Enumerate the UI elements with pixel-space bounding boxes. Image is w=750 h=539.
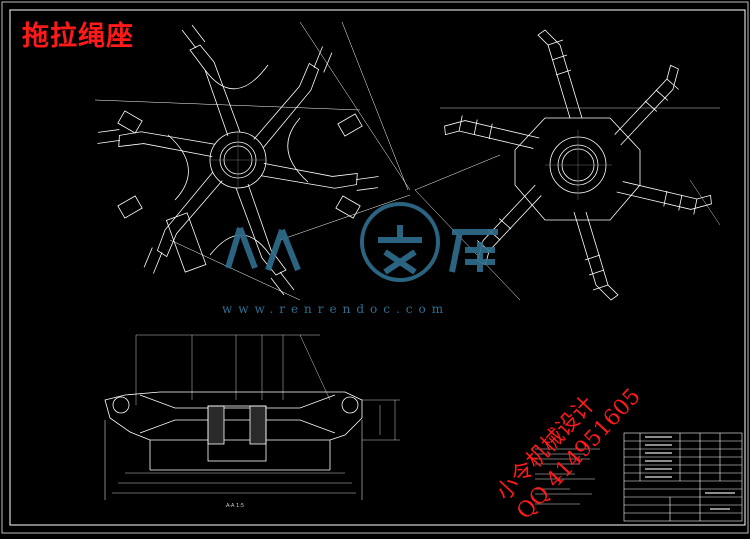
left-star-view — [92, 21, 411, 301]
watermark-brand: 人人文库 — [330, 246, 334, 247]
drawing-title: 拖拉绳座 — [22, 21, 134, 52]
section-view — [104, 334, 400, 500]
watermark-url: www.renrendoc.com — [222, 302, 450, 316]
right-star-view — [414, 29, 721, 301]
watermark-logo — [225, 202, 498, 282]
technical-notes — [535, 448, 600, 505]
section-label: A-A 1:5 — [226, 503, 245, 509]
title-block — [623, 432, 743, 522]
inner-frame — [9, 9, 746, 526]
